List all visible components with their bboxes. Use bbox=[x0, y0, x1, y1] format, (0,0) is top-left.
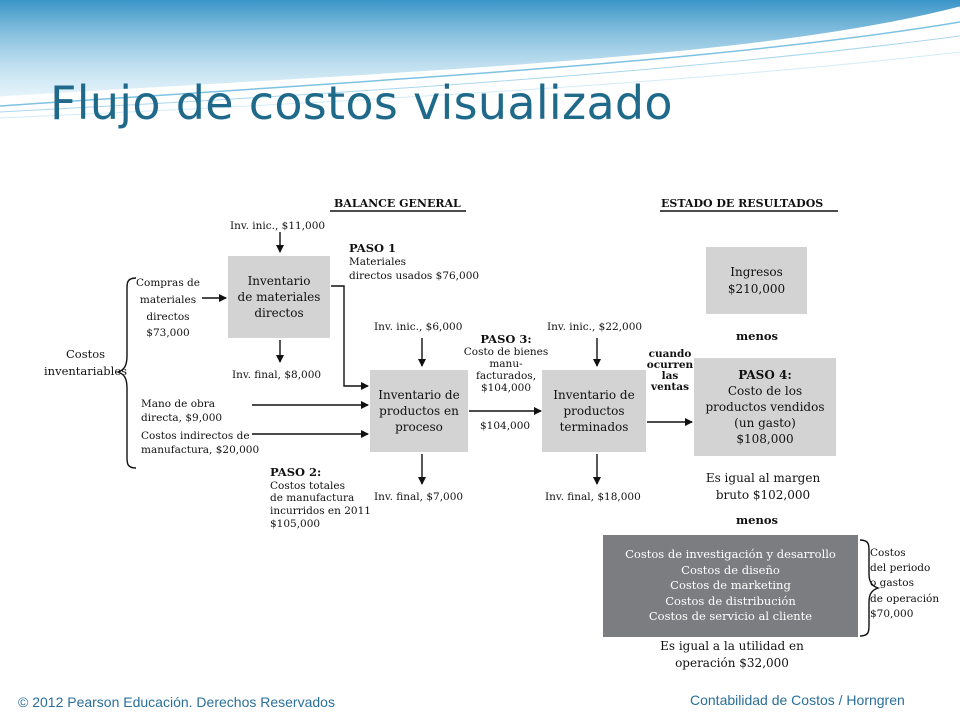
revenues-box: Ingresos $210,000 bbox=[706, 247, 807, 314]
gross-margin-label: Es igual al margen bruto $102,000 bbox=[705, 471, 821, 502]
balance-sheet-header: BALANCE GENERAL bbox=[334, 197, 461, 210]
slide-title: Flujo de costos visualizado bbox=[50, 76, 673, 130]
book-title-footer: Contabilidad de Costos / Horngren bbox=[690, 692, 905, 708]
copyright-footer: © 2012 Pearson Educación. Derechos Reser… bbox=[18, 694, 335, 710]
materials-inventory-box: Inventario de materiales directos bbox=[228, 256, 330, 338]
cost-flow-diagram: BALANCE GENERAL ESTADO DE RESULTADOS Cos… bbox=[24, 186, 954, 674]
operating-income-label: Es igual a la utilidad en operación $32,… bbox=[660, 639, 804, 670]
wip-inventory-box: Inventario de productos en proceso bbox=[370, 370, 468, 452]
step-3-label: PASO 3: Costo de bienes manu- facturados… bbox=[463, 332, 549, 395]
finished-goods-ending-inventory: Inv. final, $18,000 bbox=[545, 491, 641, 503]
period-costs-label: Costos del periodo o gastos de operación… bbox=[870, 547, 940, 620]
when-sold-label: cuando ocurren las ventas bbox=[646, 348, 694, 394]
header-wave-decoration bbox=[0, 0, 960, 119]
direct-materials-purchases: Compras de materiales directos $73,000 bbox=[136, 277, 200, 340]
materials-beginning-inventory: Inv. inic., $11,000 bbox=[230, 220, 326, 232]
less-label-2: menos bbox=[736, 513, 778, 527]
step-2-label: PASO 2: Costos totales de manufactura in… bbox=[270, 465, 371, 530]
step-3-amount: $104,000 bbox=[480, 420, 531, 432]
finished-goods-beginning-inventory: Inv. inic., $22,000 bbox=[547, 321, 643, 333]
period-costs-box: Costos de investigación y desarrollo Cos… bbox=[603, 535, 858, 637]
less-label-1: menos bbox=[736, 329, 778, 343]
manufacturing-overhead-label: Costos indirectos de manufactura, $20,00… bbox=[141, 430, 260, 456]
wip-ending-inventory: Inv. final, $7,000 bbox=[374, 491, 464, 503]
step-1-label: PASO 1 Materiales directos usados $76,00… bbox=[349, 241, 480, 282]
direct-labor-label: Mano de obra directa, $9,000 bbox=[141, 398, 223, 424]
finished-goods-inventory-box: Inventario de productos terminados bbox=[542, 370, 646, 452]
materials-ending-inventory: Inv. final, $8,000 bbox=[232, 369, 322, 381]
inventoriable-costs-label: Costos inventariables bbox=[44, 347, 128, 378]
diagram-connectors bbox=[115, 210, 881, 637]
cost-of-goods-sold-box: PASO 4: Costo de los productos vendidos … bbox=[694, 358, 836, 456]
income-statement-header: ESTADO DE RESULTADOS bbox=[661, 197, 824, 210]
wip-beginning-inventory: Inv. inic., $6,000 bbox=[374, 321, 463, 333]
